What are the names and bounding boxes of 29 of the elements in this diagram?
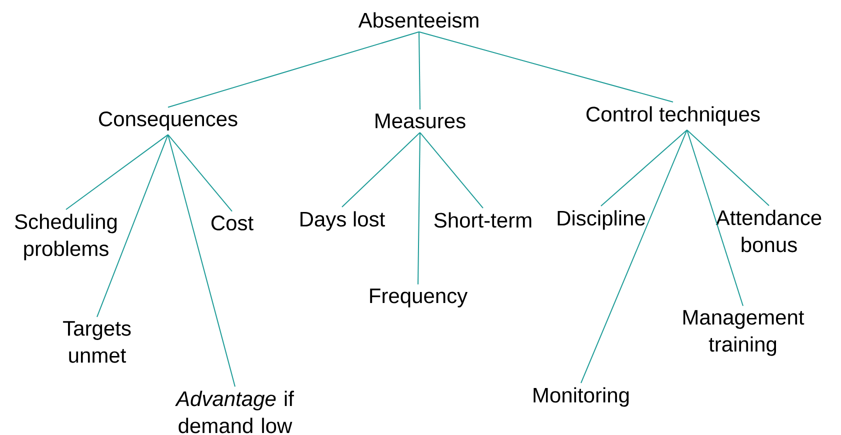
tree-line [342,132,420,208]
tree-line [168,31,420,108]
tree-line [418,132,420,285]
tree-label: Absenteeism [358,12,478,28]
tree-line [66,134,168,210]
tree-label: Days lost [300,211,385,231]
tree-label: Attendance bonus [716,210,822,252]
tree-label: Control techniques [586,106,760,126]
tree-label: Cost [211,216,254,230]
tree-line [686,129,770,206]
tree-label: Management training [683,310,804,356]
tree-line [420,132,484,209]
tree-line [600,129,688,206]
tree-label: Advantage if demand low [175,390,294,434]
tree-label: Frequency [370,288,468,308]
tree-label: Scheduling problems [15,214,117,260]
tree-line [168,134,232,212]
tree-line [96,134,168,318]
tree-label: Consequences [99,111,238,130]
tree-line [418,31,420,110]
tree-label: Short-term [434,212,532,228]
tree-label: Targets unmet [63,321,131,363]
tree-line [168,134,236,388]
tree-label: Monitoring [534,387,629,407]
tree-line [686,129,744,306]
tree-line [580,129,688,384]
tree-label: Discipline [558,210,645,230]
tree-line [418,31,674,102]
tree-label: Measures [376,114,466,128]
